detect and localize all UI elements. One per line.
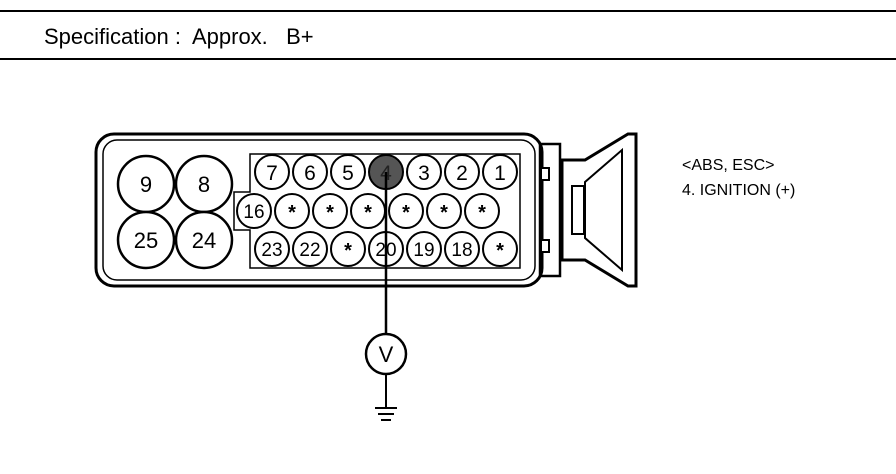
pin-label-18: 18: [451, 240, 472, 261]
top-rule: [0, 10, 896, 12]
pin-2: [444, 154, 480, 190]
pin-label-16: 16: [243, 202, 264, 223]
pin-label-1: 1: [494, 162, 506, 185]
ground-icon: [375, 407, 397, 421]
pin-5: [330, 154, 366, 190]
pin-label-22: 22: [299, 240, 320, 261]
pin-label-empty: *: [344, 240, 352, 262]
pin-16: [236, 193, 272, 229]
pin-empty: [464, 193, 500, 229]
pin-row-bottom: 23 22 * 20 19 18 *: [254, 231, 518, 267]
pin-label-empty: *: [402, 202, 410, 224]
pin-label-25: 25: [134, 228, 158, 253]
pin-empty: [482, 231, 518, 267]
connector-side-block: [538, 142, 562, 278]
pin-label-3: 3: [418, 162, 430, 185]
pin-label-empty: *: [496, 240, 504, 262]
pin-23: [254, 231, 290, 267]
specification-text: Specification : Approx. B+: [44, 24, 314, 49]
pin-19: [406, 231, 442, 267]
pin-label-23: 23: [261, 240, 282, 261]
pin-empty: [274, 193, 310, 229]
connector-housing: [94, 132, 544, 288]
pin-row-top: 7 6 5 4 3 2 1: [254, 154, 518, 190]
pin-label-5: 5: [342, 162, 354, 185]
lock-lever-inner: [584, 147, 623, 273]
pin-label-7: 7: [266, 162, 278, 185]
bottom-rule: [0, 58, 896, 60]
pin-25: [116, 210, 176, 270]
pin-label-9: 9: [140, 172, 152, 197]
pin-empty: [330, 231, 366, 267]
pin-1: [482, 154, 518, 190]
lock-lever-bar: [571, 185, 585, 235]
connector-title: <ABS, ESC>: [682, 157, 775, 174]
pin-empty: [312, 193, 348, 229]
pin-label-8: 8: [198, 172, 210, 197]
pin-3: [406, 154, 442, 190]
pin-18: [444, 231, 480, 267]
pin-description: 4. IGNITION (+): [682, 182, 796, 199]
large-pin-group: 9 8 25 24: [116, 154, 234, 270]
pin-block-outline: [233, 153, 521, 269]
pin-label-24: 24: [192, 228, 216, 253]
pin-24: [174, 210, 234, 270]
pin-label-empty: *: [440, 202, 448, 224]
pin-empty: [388, 193, 424, 229]
pin-7: [254, 154, 290, 190]
pin-label-empty: *: [364, 202, 372, 224]
pin-empty: [426, 193, 462, 229]
pin-label-empty: *: [478, 202, 486, 224]
pin-label-empty: *: [288, 202, 296, 224]
pin-label-19: 19: [413, 240, 434, 261]
pin-label-2: 2: [456, 162, 468, 185]
latch-tab-bottom: [540, 239, 550, 253]
voltmeter-symbol: V: [379, 342, 394, 367]
pin-22: [292, 231, 328, 267]
pin-row-middle: 16 * * * * * *: [236, 193, 500, 229]
latch-tab-top: [540, 167, 550, 181]
connector-inner-frame: [102, 139, 536, 281]
lock-lever: [560, 132, 638, 288]
pin-label-6: 6: [304, 162, 316, 185]
pin-label-empty: *: [326, 202, 334, 224]
pin-6: [292, 154, 328, 190]
